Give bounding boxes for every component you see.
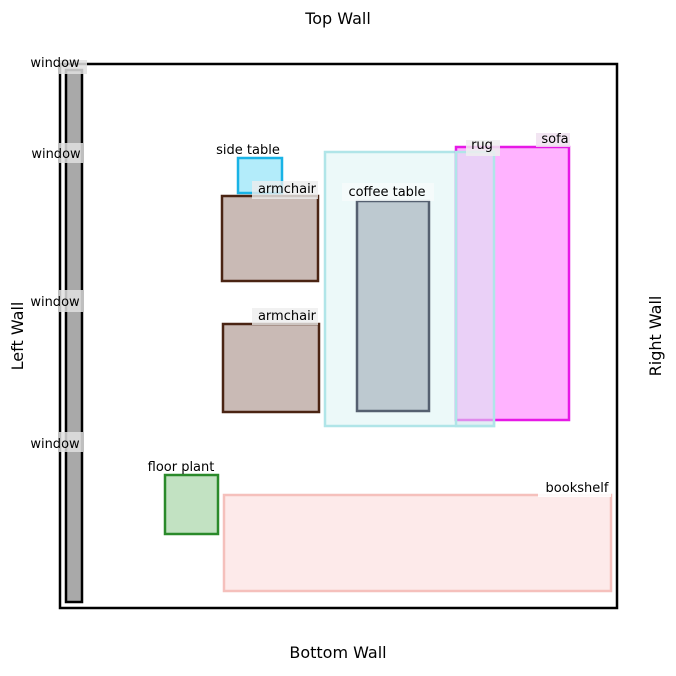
coffee-table-label-bg — [342, 183, 434, 201]
window-label: window — [30, 56, 80, 71]
sofa-label-bg — [536, 133, 570, 147]
window-marker — [59, 60, 87, 74]
armchair-label-bg — [252, 308, 318, 325]
armchair-shape — [221, 322, 321, 414]
left-wall-label: Left Wall — [8, 302, 27, 371]
coffee-table: coffee table — [342, 183, 434, 413]
window: window — [31, 143, 83, 163]
coffee-table-label: coffee table — [348, 185, 425, 200]
window-label: window — [30, 295, 80, 310]
armchair-label: armchair — [258, 182, 317, 197]
floor-plant-shape — [163, 473, 220, 536]
right-wall-label: Right Wall — [646, 296, 665, 377]
bottom-wall-label: Bottom Wall — [289, 643, 386, 662]
window: window — [30, 290, 83, 312]
window-marker — [59, 290, 83, 312]
window: window — [30, 432, 83, 452]
armchair: armchair — [220, 181, 320, 283]
window-marker — [59, 143, 83, 163]
armchair-label-bg — [252, 181, 318, 199]
rug-label: rug — [471, 138, 493, 153]
rug-label-bg — [466, 140, 500, 156]
armchair-label: armchair — [258, 309, 317, 324]
bookshelf-shape — [222, 493, 613, 593]
armchair: armchair — [221, 308, 321, 414]
coffee-table-shape — [355, 199, 431, 413]
bookshelf: bookshelf — [222, 480, 613, 593]
bookshelf-label-bg — [538, 480, 611, 497]
rug-overlap — [454, 150, 496, 428]
top-wall-label: Top Wall — [304, 9, 371, 28]
window-label: window — [31, 147, 81, 162]
sofa-label: sofa — [541, 132, 568, 147]
floor-plant-label: floor plant — [148, 460, 215, 475]
window-label: window — [30, 437, 80, 452]
window: window — [30, 56, 87, 74]
floor-plant: floor plant — [148, 460, 220, 536]
side-table-label: side table — [216, 143, 280, 158]
armchair-shape — [220, 194, 320, 283]
window-marker — [59, 432, 83, 452]
bookshelf-label: bookshelf — [546, 481, 609, 496]
